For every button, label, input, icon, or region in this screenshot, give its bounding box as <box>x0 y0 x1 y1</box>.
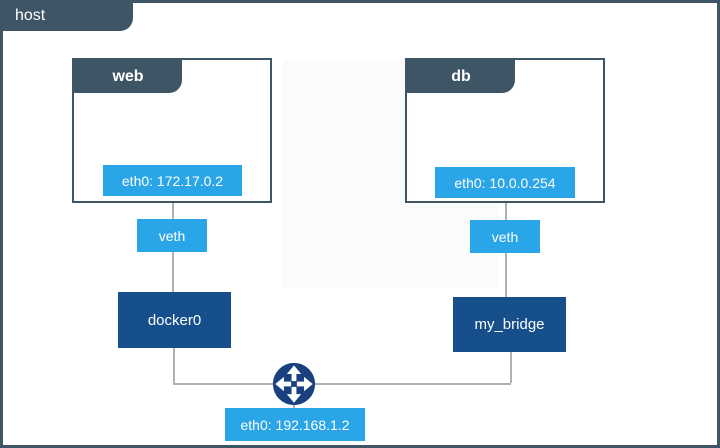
bridge-node-mybridge: my_bridge <box>453 297 566 352</box>
db-eth0-label: eth0: 10.0.0.254 <box>435 167 575 198</box>
container-db-tab: db <box>407 60 515 93</box>
edge-veth-to-mybridge <box>505 253 507 297</box>
container-db-label: db <box>451 67 471 85</box>
host-label-tab: host <box>0 0 133 31</box>
veth-node-web: veth <box>137 219 207 252</box>
web-eth0-label: eth0: 172.17.0.2 <box>103 165 242 196</box>
veth-node-db: veth <box>470 220 540 253</box>
edge-db-to-veth <box>505 203 507 221</box>
container-node-web: web eth0: 172.17.0.2 <box>72 58 272 203</box>
edge-bridges-to-router <box>173 383 511 385</box>
host-label: host <box>15 6 46 24</box>
edge-veth-to-docker0 <box>172 252 174 292</box>
container-node-db: db eth0: 10.0.0.254 <box>405 58 605 203</box>
container-web-label: web <box>112 67 144 85</box>
edge-docker0-down <box>173 348 175 384</box>
edge-web-to-veth <box>172 203 174 220</box>
router-icon <box>271 361 317 407</box>
edge-mybridge-down <box>510 352 512 383</box>
host-eth0-label: eth0: 192.168.1.2 <box>225 408 365 441</box>
bridge-node-docker0: docker0 <box>118 292 231 348</box>
container-web-tab: web <box>74 60 182 93</box>
